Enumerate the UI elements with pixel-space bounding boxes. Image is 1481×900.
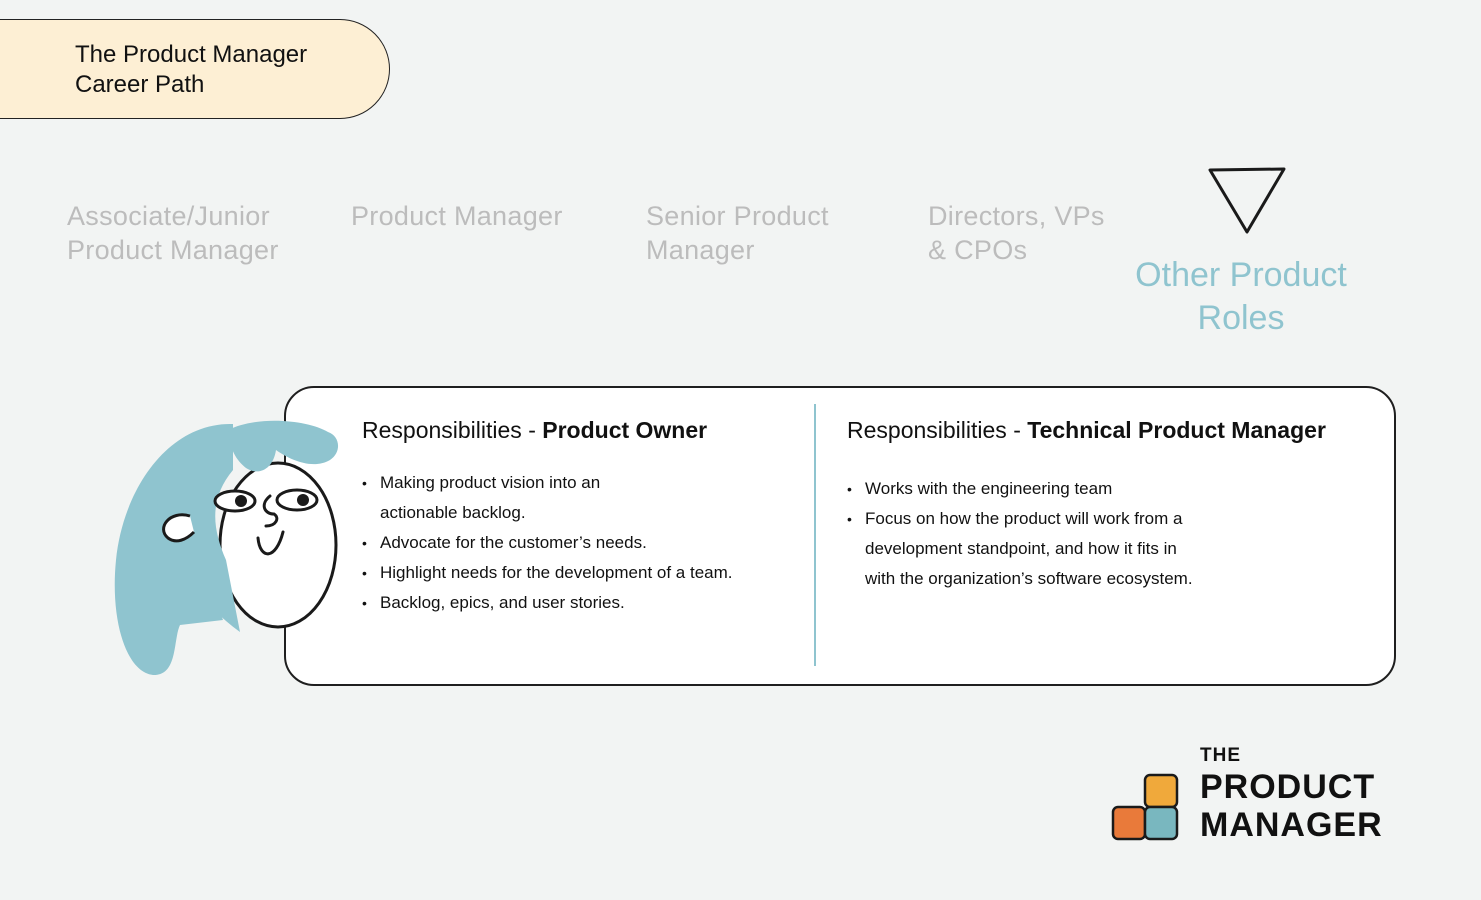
list-item: Backlog, epics, and user stories.	[362, 588, 733, 618]
list-item-line1: Backlog, epics, and user stories.	[380, 593, 625, 612]
tab-label-line1: Directors, VPs	[928, 201, 1105, 231]
page-title-line2: Career Path	[75, 71, 205, 98]
product-owner-heading: Responsibilities - Product Owner	[362, 417, 707, 444]
list-item-line3: with the organization’s software ecosyst…	[865, 569, 1193, 588]
heading-role: Product Owner	[542, 417, 708, 443]
tab-label-line2: Manager	[646, 235, 755, 265]
tab-label-line1: Other Product	[1135, 256, 1347, 294]
tab-label-line2: & CPOs	[928, 235, 1028, 265]
brand-logo-wordmark: THE PRODUCT MANAGER	[1200, 744, 1383, 844]
logo-blocks-icon	[1111, 773, 1179, 841]
logo-line1: THE	[1200, 745, 1241, 766]
tab-label-line2: Product Manager	[67, 235, 279, 265]
heading-prefix: Responsibilities -	[362, 417, 543, 443]
column-divider	[814, 404, 816, 666]
heading-prefix: Responsibilities -	[847, 417, 1028, 443]
tab-label-line1: Senior Product	[646, 201, 829, 231]
list-item: Highlight needs for the development of a…	[362, 558, 733, 588]
tab-other-product-roles[interactable]: Other Product Roles	[1110, 254, 1372, 340]
tab-senior-pm[interactable]: Senior Product Manager	[646, 199, 829, 267]
tab-directors-vps-cpos[interactable]: Directors, VPs & CPOs	[928, 199, 1105, 267]
list-item-line1: Making product vision into an	[380, 473, 601, 492]
tab-label-line1: Product Manager	[351, 201, 563, 231]
character-face-icon	[114, 420, 339, 676]
tab-label-line1: Associate/Junior	[67, 201, 270, 231]
logo-line2: PRODUCT	[1200, 768, 1376, 806]
tab-label-line2: Roles	[1197, 299, 1285, 337]
list-item: Making product vision into an actionable…	[362, 468, 733, 528]
technical-pm-heading: Responsibilities - Technical Product Man…	[847, 417, 1326, 444]
list-item-line1: Focus on how the product will work from …	[865, 509, 1183, 528]
title-banner	[0, 19, 390, 119]
list-item: Advocate for the customer’s needs.	[362, 528, 733, 558]
product-owner-list: Making product vision into an actionable…	[362, 468, 733, 618]
list-item: Focus on how the product will work from …	[847, 504, 1193, 594]
list-item: Works with the engineering team	[847, 474, 1193, 504]
list-item-line2: actionable backlog.	[380, 503, 526, 522]
technical-pm-list: Works with the engineering team Focus on…	[847, 474, 1193, 594]
page-title-line1: The Product Manager	[75, 41, 308, 68]
list-item-line1: Works with the engineering team	[865, 479, 1113, 498]
list-item-line2: development standpoint, and how it fits …	[865, 539, 1177, 558]
tab-associate-junior-pm[interactable]: Associate/Junior Product Manager	[67, 199, 279, 267]
heading-role: Technical Product Manager	[1027, 417, 1326, 443]
down-triangle-icon	[1208, 167, 1286, 234]
list-item-line1: Advocate for the customer’s needs.	[380, 533, 647, 552]
list-item-line1: Highlight needs for the development of a…	[380, 563, 733, 582]
logo-line3: MANAGER	[1200, 806, 1383, 844]
page-title: The Product Manager Career Path	[75, 40, 307, 100]
tab-product-manager[interactable]: Product Manager	[351, 199, 563, 233]
